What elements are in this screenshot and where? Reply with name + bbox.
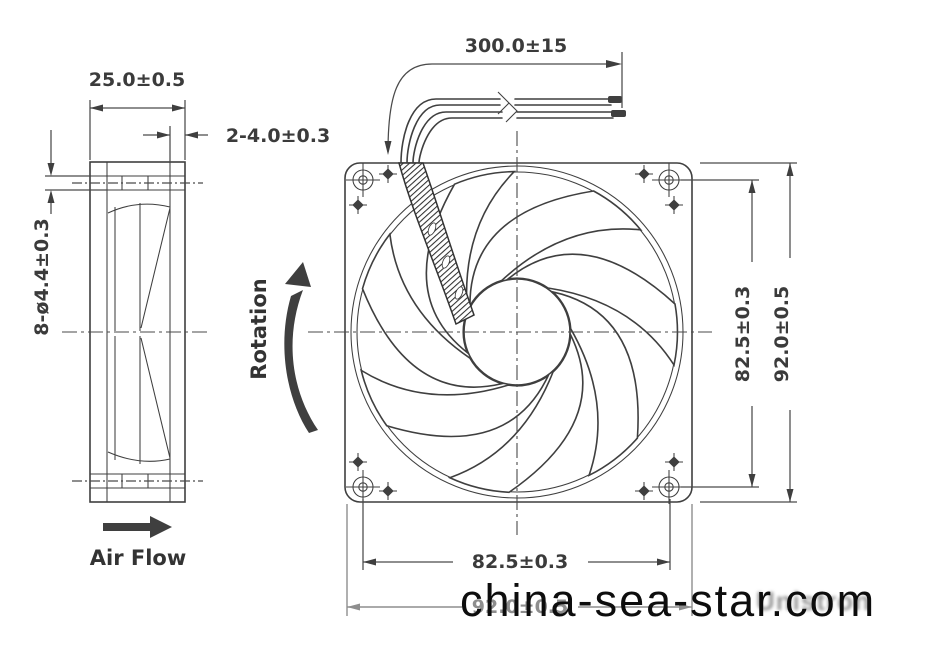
mounting-hole <box>346 470 380 504</box>
airflow-arrow-icon <box>103 516 172 538</box>
dim-hole-pitch-vertical-text: 82.5±0.3 <box>732 286 754 382</box>
dim-frame-width: 92.0±0.5 <box>346 504 693 618</box>
dim-flange-thickness-text: 2-4.0±0.3 <box>226 125 330 147</box>
side-view-hole-centerlines <box>72 182 203 482</box>
mounting-holes <box>346 163 686 504</box>
aux-hole-mark <box>379 482 397 500</box>
aux-hole-marks <box>349 165 683 500</box>
dim-hole-pitch-vertical: 82.5±0.3 <box>681 179 759 488</box>
dim-hole-pitch-horizontal: 82.5±0.3 <box>362 499 671 573</box>
dim-frame-height-text: 92.0±0.5 <box>771 286 793 382</box>
site-watermark: china-sea-star.com <box>460 575 876 626</box>
dim-lead-length: 300.0±15 <box>384 35 623 155</box>
side-view-blade-sections <box>107 203 171 464</box>
side-view <box>62 161 210 503</box>
aux-hole-mark <box>635 165 653 183</box>
airflow-label: Air Flow <box>90 546 187 570</box>
wire-braid <box>398 162 475 326</box>
mounting-hole <box>652 163 686 197</box>
dim-side-depth-text: 25.0±0.5 <box>89 69 185 91</box>
dim-lead-length-text: 300.0±15 <box>465 35 567 57</box>
dim-frame-height: 92.0±0.5 <box>700 162 797 503</box>
aux-hole-mark <box>665 453 683 471</box>
dim-mounting-holes: 8-ø4.4±0.3 <box>31 130 107 336</box>
aux-hole-mark <box>665 196 683 214</box>
wire-terminal <box>608 96 622 103</box>
front-view <box>308 131 712 535</box>
fan-blades <box>359 170 679 494</box>
mounting-hole <box>346 163 380 197</box>
dim-frame-width-text: 92.0±0.5 <box>472 596 568 618</box>
wire-terminal <box>611 110 626 117</box>
dim-mounting-holes-text: 8-ø4.4±0.3 <box>31 218 53 335</box>
dim-flange-thickness: 2-4.0±0.3 <box>143 125 330 162</box>
brand-watermark: Unistron <box>756 586 871 616</box>
dim-hole-pitch-horizontal-text: 82.5±0.3 <box>472 551 568 573</box>
rotation-indicator: Rotation <box>247 262 318 433</box>
airflow-indicator: Air Flow <box>90 516 187 570</box>
mounting-hole <box>652 470 686 504</box>
lead-wires <box>400 91 626 164</box>
wire-break-symbol <box>497 91 518 123</box>
side-view-flange-lines <box>90 175 185 489</box>
aux-hole-mark <box>379 165 397 183</box>
aux-hole-mark <box>635 482 653 500</box>
rotation-arrow-icon <box>284 262 318 433</box>
rotation-label: Rotation <box>247 278 271 379</box>
aux-hole-mark <box>349 196 367 214</box>
aux-hole-mark <box>349 453 367 471</box>
dim-side-depth: 25.0±0.5 <box>89 69 186 160</box>
